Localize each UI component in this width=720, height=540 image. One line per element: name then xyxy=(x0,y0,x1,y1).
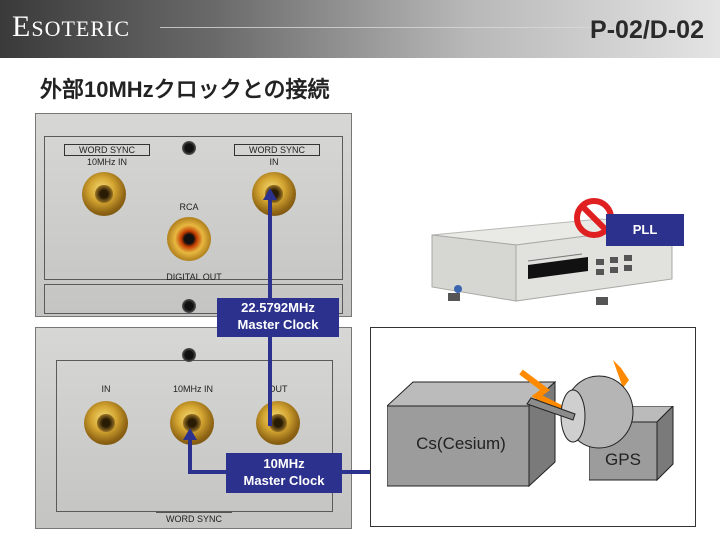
top-screw xyxy=(182,141,196,155)
word-sync-label: WORD SYNC xyxy=(156,512,232,524)
bnc-in-connector xyxy=(84,401,128,445)
arrow-up-22mhz xyxy=(263,188,277,200)
logo-rest: SOTERIC xyxy=(31,16,131,41)
panel-lower-frame xyxy=(44,284,343,314)
10mhz-in-label: 10MHz IN xyxy=(172,384,213,394)
rca-label: RCA xyxy=(179,202,199,212)
word-sync-left-box: WORD SYNC xyxy=(64,144,150,156)
master-clock-text: Master Clock xyxy=(243,473,325,488)
panel-frame xyxy=(44,136,343,280)
master-clock-22mhz-label: 22.5792MHz Master Clock xyxy=(217,298,339,337)
freq-22mhz: 22.5792MHz xyxy=(241,300,315,315)
gps-label: GPS xyxy=(605,450,641,469)
cesium-label: Cs(Cesium) xyxy=(416,434,506,453)
header-divider-line xyxy=(160,27,630,28)
digital-out-label: DIGITAL OUT xyxy=(166,272,222,282)
in-label: IN xyxy=(101,384,111,394)
header-bar: ESOTERIC P-02/D-02 xyxy=(0,0,720,58)
word-sync-right-sublabel: IN xyxy=(269,157,279,167)
page-title: 外部10MHzクロックとの接続 xyxy=(40,77,330,102)
panel-frame xyxy=(56,360,333,512)
word-sync-left-sublabel: 10MHz IN xyxy=(86,157,127,167)
out-label: OUT xyxy=(268,384,288,394)
bottom-rear-panel: IN 10MHz IN OUT WORD SYNC xyxy=(35,327,352,529)
word-sync-right-box: WORD SYNC xyxy=(234,144,320,156)
esoteric-logo: ESOTERIC xyxy=(12,10,130,44)
pll-label: PLL xyxy=(606,214,684,246)
rca-digital-out-connector xyxy=(167,217,211,261)
clock-line-10mhz-vertical xyxy=(188,436,192,472)
top-screw xyxy=(182,348,196,362)
bnc-10mhz-in-connector xyxy=(82,172,126,216)
master-clock-10mhz-label: 10MHz Master Clock xyxy=(226,453,342,493)
master-clock-text: Master Clock xyxy=(237,317,319,332)
arrow-up-10mhz xyxy=(183,428,197,440)
freq-10mhz: 10MHz xyxy=(263,456,305,471)
satellite-dish-icon xyxy=(519,360,634,449)
bnc-out-connector xyxy=(256,401,300,445)
clock-source-diagram: Cs(Cesium) GPS xyxy=(370,327,696,527)
bottom-screw xyxy=(182,299,196,313)
top-rear-panel: WORD SYNC 10MHz IN RCA WORD SYNC IN DIGI… xyxy=(35,113,352,317)
logo-initial: E xyxy=(12,10,32,43)
model-number: P-02/D-02 xyxy=(590,16,704,44)
